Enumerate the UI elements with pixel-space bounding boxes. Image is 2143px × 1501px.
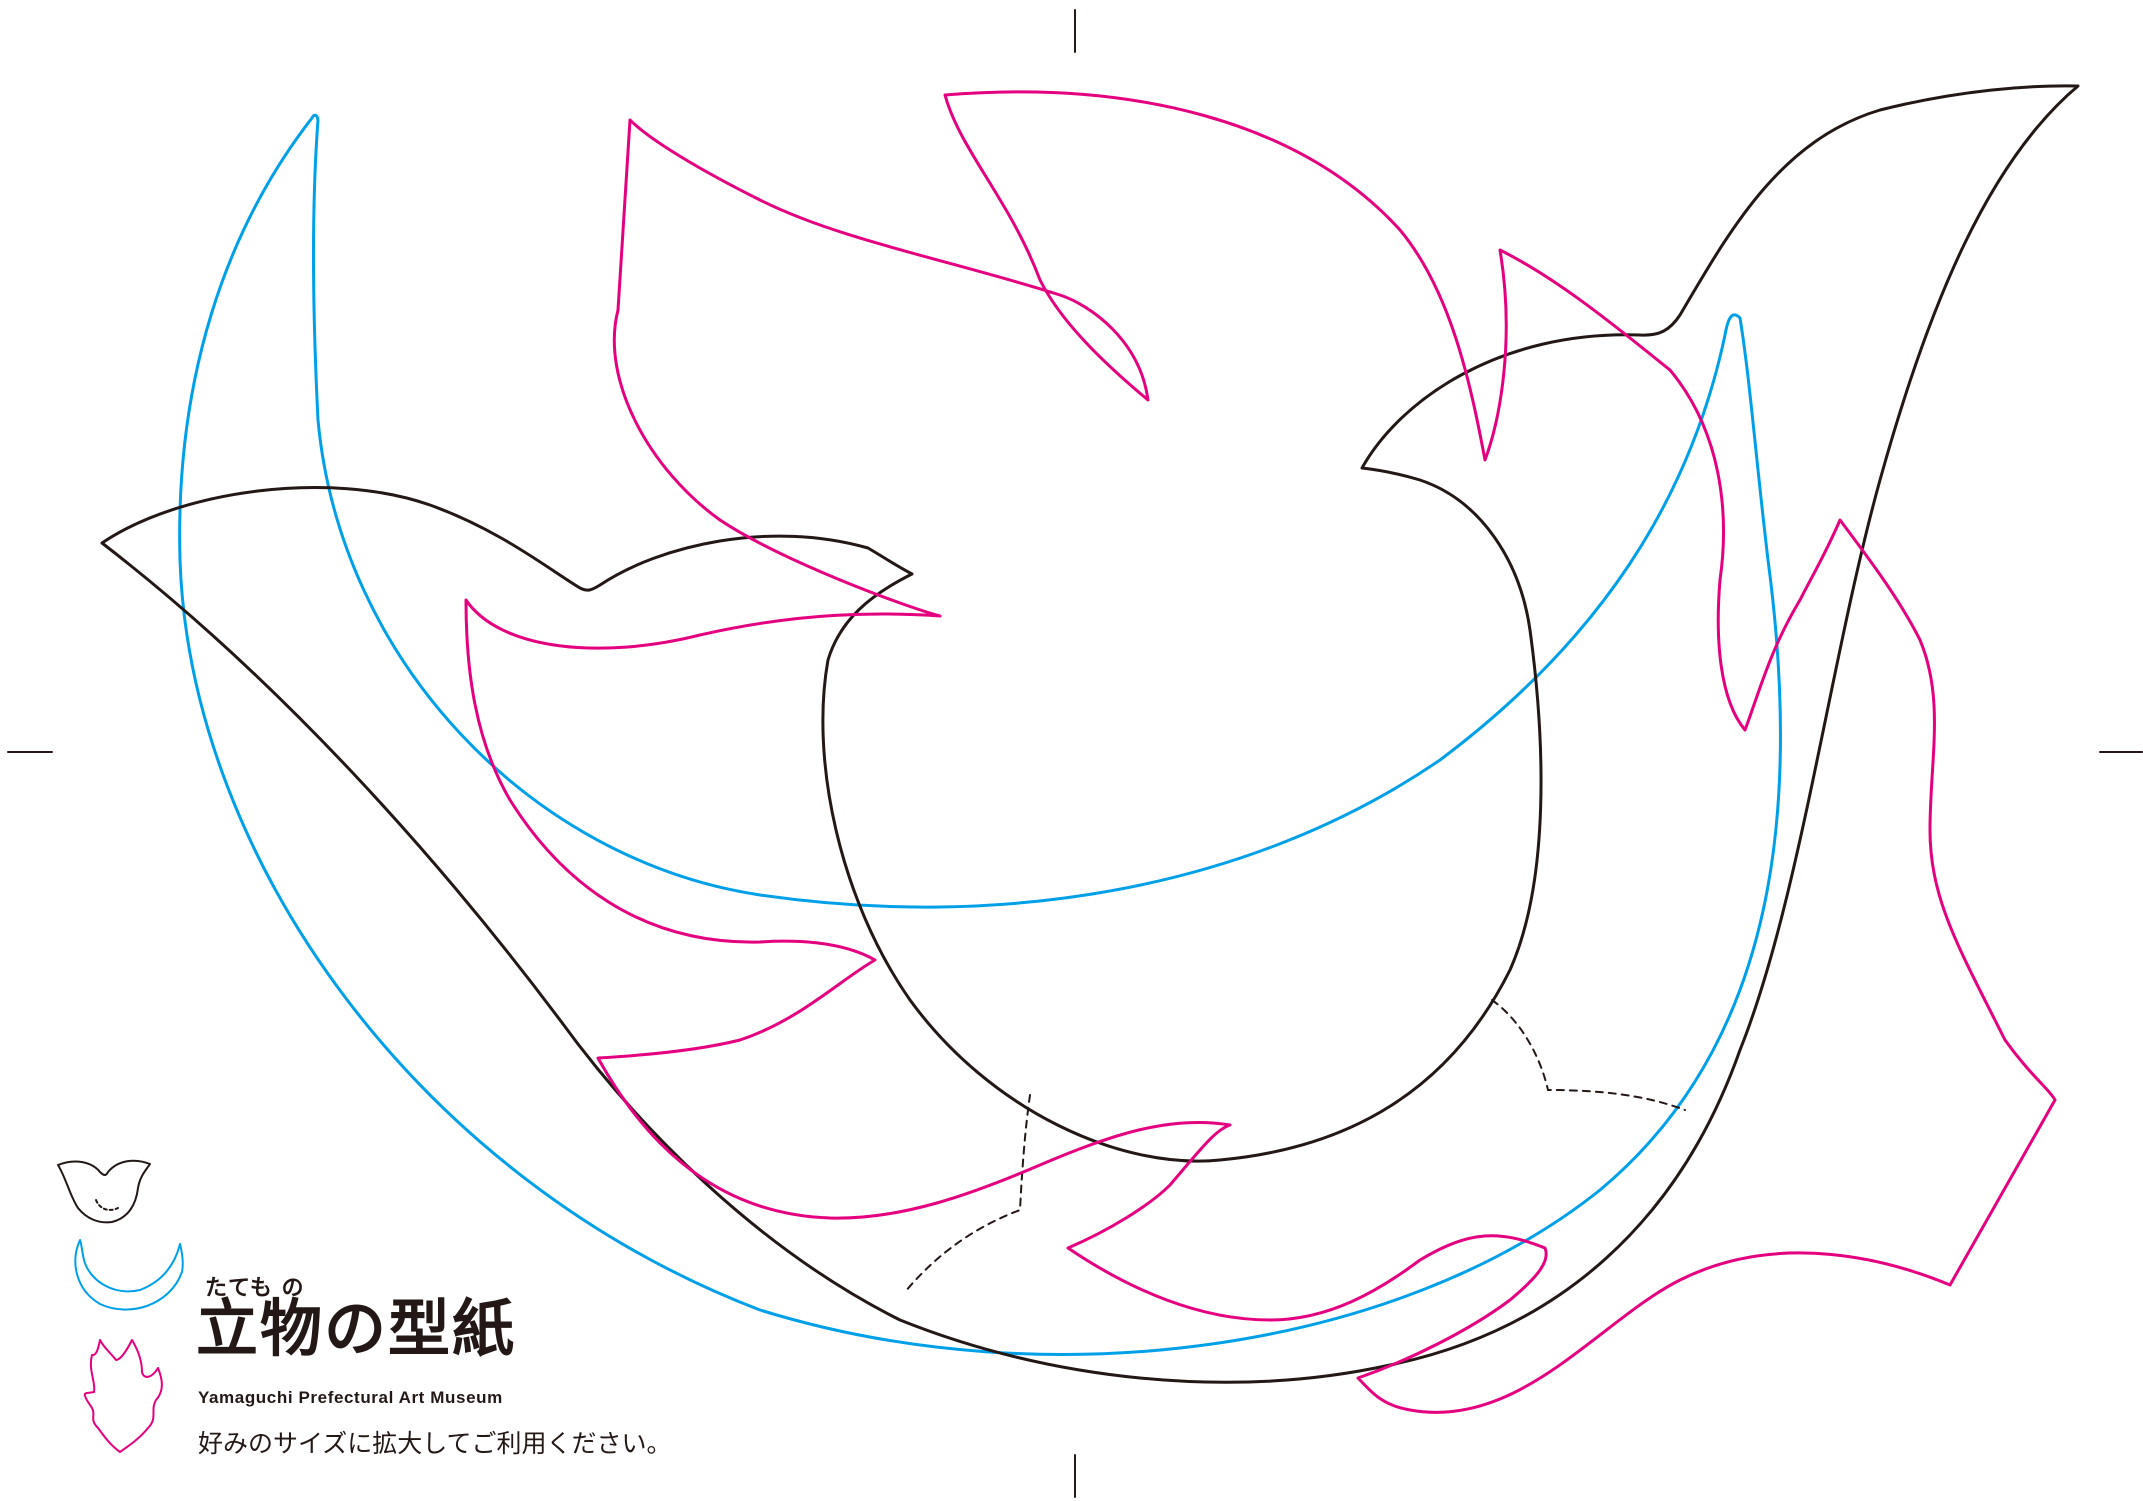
instruction-text: 好みのサイズに拡大してご利用ください。 <box>198 1429 672 1458</box>
flame-icon <box>83 1339 163 1453</box>
museum-name: Yamaguchi Prefectural Art Museum <box>198 1388 503 1407</box>
page-title: 立物の型紙 <box>196 1292 517 1365</box>
title-ruby: たても の <box>205 1276 305 1301</box>
crescent-moon-outline <box>178 113 1783 1356</box>
fold-lines <box>904 999 1686 1293</box>
fold-line-right <box>1491 999 1686 1111</box>
crescent-moon-icon <box>74 1239 184 1311</box>
flame-left-outline <box>464 90 2057 1414</box>
flame-pieces <box>464 90 2057 1414</box>
fold-line-left <box>904 1094 1031 1293</box>
hoe-crest-icon <box>57 1159 151 1224</box>
crop-marks <box>7 9 2143 1498</box>
hoe-crest-outline <box>100 84 2080 1384</box>
